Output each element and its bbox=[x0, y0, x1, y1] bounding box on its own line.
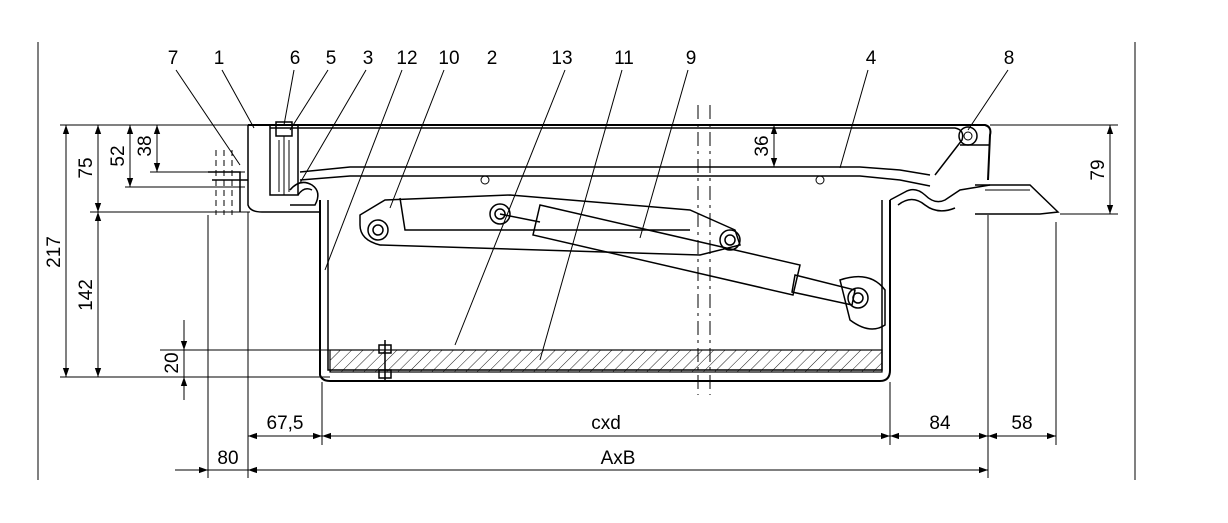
part-label-9: 9 bbox=[686, 48, 697, 69]
dim-217: 217 bbox=[44, 236, 65, 268]
dim-52: 52 bbox=[108, 145, 129, 166]
part-label-13: 13 bbox=[551, 48, 572, 69]
part-label-1: 1 bbox=[214, 48, 225, 69]
part-label-11: 11 bbox=[614, 48, 634, 69]
vertical-dimension-lines bbox=[60, 124, 1118, 400]
dim-142: 142 bbox=[76, 279, 97, 311]
horizontal-dimension-labels: 67,5 cxd 84 58 80 AxB bbox=[217, 413, 1032, 469]
lever-mechanism bbox=[359, 194, 741, 256]
part-label-5: 5 bbox=[326, 48, 337, 69]
part-label-6: 6 bbox=[290, 48, 301, 69]
dim-axb: AxB bbox=[601, 448, 636, 469]
dim-75: 75 bbox=[76, 157, 97, 178]
vertical-dimension-labels: 217 75 52 38 142 20 36 79 bbox=[44, 135, 1109, 373]
dim-84: 84 bbox=[929, 413, 951, 434]
dim-38: 38 bbox=[135, 135, 156, 156]
channel-body bbox=[208, 121, 1060, 382]
dim-67-5: 67,5 bbox=[267, 413, 304, 434]
part-labels: 7 1 6 5 3 12 10 2 13 11 9 4 8 bbox=[168, 48, 1015, 69]
dim-cxd: cxd bbox=[591, 413, 621, 434]
dim-80: 80 bbox=[217, 448, 238, 469]
part-label-2: 2 bbox=[487, 48, 498, 69]
anchor-bolt bbox=[378, 340, 392, 382]
dim-58: 58 bbox=[1011, 413, 1032, 434]
leader-lines bbox=[175, 69, 1009, 361]
concrete-bottom bbox=[329, 349, 883, 373]
dim-20: 20 bbox=[162, 352, 183, 373]
part-label-7: 7 bbox=[168, 48, 179, 69]
dim-36: 36 bbox=[752, 135, 773, 156]
part-label-4: 4 bbox=[866, 48, 877, 69]
part-label-8: 8 bbox=[1004, 48, 1015, 69]
horizontal-dimension-lines bbox=[175, 212, 1057, 478]
part-label-10: 10 bbox=[438, 48, 459, 69]
dim-79: 79 bbox=[1088, 159, 1109, 180]
part-label-3: 3 bbox=[363, 48, 374, 69]
part-label-12: 12 bbox=[396, 48, 417, 69]
gas-spring bbox=[499, 204, 886, 330]
